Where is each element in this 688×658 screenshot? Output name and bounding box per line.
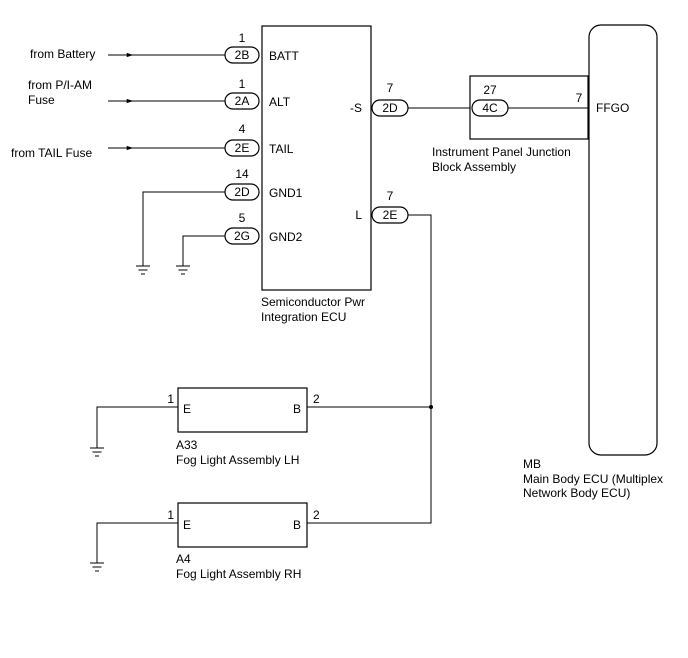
- source-tail-label: from TAIL Fuse: [11, 146, 92, 160]
- svg-text:TAIL: TAIL: [269, 142, 294, 156]
- svg-text:2E: 2E: [235, 141, 250, 155]
- pin-gnd2: 5 2G GND2: [224, 211, 303, 245]
- junction-name-1: Instrument Panel Junction: [432, 145, 571, 159]
- svg-text:-S: -S: [350, 101, 362, 115]
- pin-batt: 1 2B BATT: [224, 31, 299, 64]
- wire-l-to-fog: [307, 214, 432, 524]
- source-piam-label-1: from P/I-AM: [28, 78, 92, 92]
- source-piam-label-2: Fuse: [28, 93, 55, 107]
- pin-s: 7 2D -S: [350, 81, 409, 117]
- main-ecu-name-1: Main Body ECU (Multiplex: [523, 472, 663, 486]
- spi-ecu-name-1: Semiconductor Pwr: [261, 295, 365, 309]
- spi-ecu-box: [261, 25, 372, 291]
- fog-lh-name: Fog Light Assembly LH: [176, 453, 299, 467]
- fog-lh-code: A33: [176, 438, 198, 452]
- junction-pin-num: 27: [483, 83, 497, 97]
- junction-name-2: Block Assembly: [432, 160, 516, 174]
- svg-text:BATT: BATT: [269, 49, 299, 63]
- fog-rh-e-label: E: [183, 518, 191, 532]
- fog-light-rh-box: [177, 502, 308, 548]
- svg-text:ALT: ALT: [269, 95, 291, 109]
- main-body-ecu-box: [588, 24, 658, 456]
- svg-text:GND2: GND2: [269, 230, 303, 244]
- svg-text:2A: 2A: [235, 94, 250, 108]
- fog-lh-e-label: E: [183, 402, 191, 416]
- main-ecu-code: MB: [523, 457, 541, 471]
- svg-text:2D: 2D: [382, 101, 398, 115]
- wire-gnd1: [142, 191, 225, 266]
- main-ecu-pin-label: FFGO: [596, 101, 629, 115]
- svg-text:2B: 2B: [235, 48, 250, 62]
- main-ecu-name-2: Network Body ECU): [523, 486, 630, 500]
- svg-text:2G: 2G: [234, 229, 250, 243]
- fog-rh-b-label: B: [293, 518, 301, 532]
- svg-text:7: 7: [387, 189, 394, 203]
- svg-text:1: 1: [239, 77, 246, 91]
- source-battery-label: from Battery: [30, 47, 95, 61]
- fog-rh-name: Fog Light Assembly RH: [176, 567, 301, 581]
- fog-lh-b-label: B: [293, 402, 301, 416]
- fog-light-lh-box: [177, 387, 308, 433]
- main-ecu-pin-num: 7: [576, 91, 583, 105]
- svg-text:14: 14: [235, 167, 249, 181]
- fog-lh-e-num: 1: [167, 392, 174, 406]
- ground-icon: [90, 447, 104, 457]
- junction-connector-label: 4C: [482, 101, 498, 115]
- svg-text:1: 1: [239, 31, 246, 45]
- svg-text:L: L: [355, 208, 362, 222]
- fog-rh-b-num: 2: [313, 508, 320, 522]
- fog-lh-b-num: 2: [313, 392, 320, 406]
- spi-ecu-name-2: Integration ECU: [261, 310, 346, 324]
- ground-icon: [136, 265, 150, 275]
- fog-rh-code: A4: [176, 552, 191, 566]
- ground-icon: [176, 265, 190, 275]
- svg-text:GND1: GND1: [269, 186, 303, 200]
- svg-text:2E: 2E: [383, 208, 398, 222]
- pin-alt: 1 2A ALT: [224, 77, 291, 110]
- pin-tail: 4 2E TAIL: [224, 122, 294, 157]
- fog-rh-e-num: 1: [167, 508, 174, 522]
- svg-text:7: 7: [387, 81, 394, 95]
- ground-icon: [90, 562, 104, 572]
- pin-gnd1: 14 2D GND1: [224, 167, 303, 201]
- svg-text:5: 5: [239, 211, 246, 225]
- wire-gnd2: [182, 235, 225, 266]
- wire-fog-lh-gnd: [96, 406, 178, 448]
- splice-point: [429, 405, 433, 409]
- pin-l: 7 2E L: [355, 189, 409, 224]
- wire-fog-rh-gnd: [96, 522, 178, 563]
- svg-text:2D: 2D: [234, 185, 250, 199]
- svg-text:4: 4: [239, 122, 246, 136]
